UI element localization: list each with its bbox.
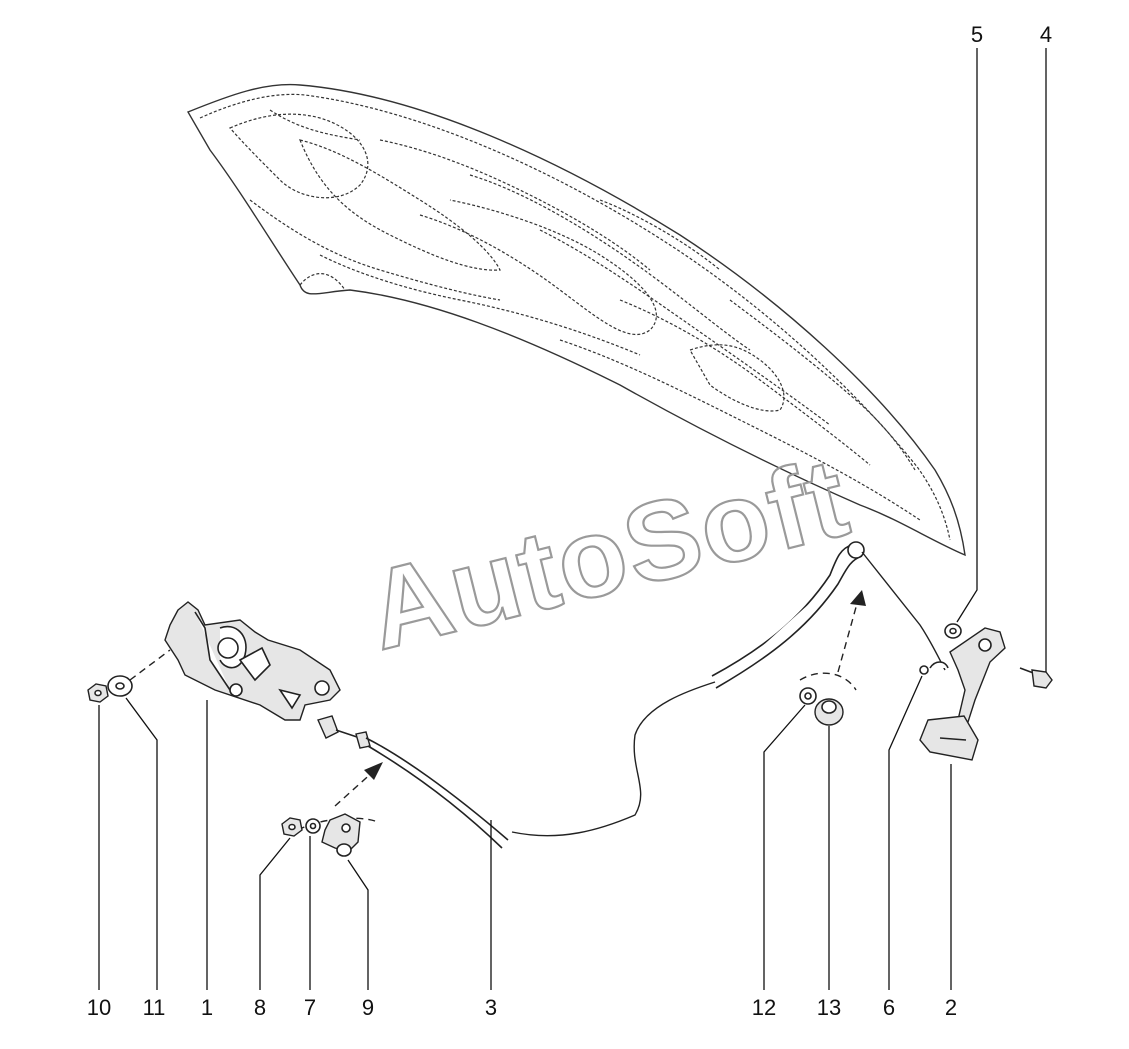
callout-2: 2: [945, 995, 957, 1020]
callout-6: 6: [883, 995, 895, 1020]
callout-7: 7: [304, 995, 316, 1020]
part-8-nut: [281, 817, 303, 837]
part-2-release-handle: [919, 627, 1006, 761]
group-arc-grommet: [799, 672, 857, 691]
part-4-bolt: [1019, 667, 1053, 689]
assembly-line-lock-washer: [129, 649, 171, 681]
hood-panel: [186, 83, 966, 557]
arrow-head-left: [364, 762, 383, 780]
callout-8: 8: [254, 995, 266, 1020]
callout-13: 13: [817, 995, 841, 1020]
callout-9: 9: [362, 995, 374, 1020]
callout-11: 11: [143, 995, 166, 1020]
callout-3: 3: [485, 995, 497, 1020]
assembly-line-grommet-cable: [837, 599, 859, 673]
assembly-line-clip-cable: [334, 769, 376, 807]
part-5-washer: [944, 623, 962, 639]
part-1-hood-lock: [164, 601, 341, 721]
part-7-washer: [305, 818, 321, 834]
callout-4: 4: [1040, 22, 1052, 47]
callout-12: 12: [752, 995, 776, 1020]
part-9-cable-clip: [321, 813, 361, 857]
callout-5: 5: [971, 22, 983, 47]
callout-1: 1: [201, 995, 213, 1020]
part-6-clip: [919, 665, 929, 675]
part-13-grommet: [814, 698, 844, 726]
callout-10: 10: [87, 995, 111, 1020]
part-3-release-cable: [317, 541, 949, 849]
arrow-head-right: [850, 590, 866, 606]
part-12-bushing: [799, 687, 817, 705]
group-arc-clip: [297, 817, 379, 831]
leader-lines: [98, 48, 1047, 990]
part-10-nut: [87, 683, 109, 703]
part-11-washer: [107, 675, 133, 697]
callout-labels: 10 11 1 8 7 9 3 12 13 6 2 5 4: [87, 22, 1052, 1020]
